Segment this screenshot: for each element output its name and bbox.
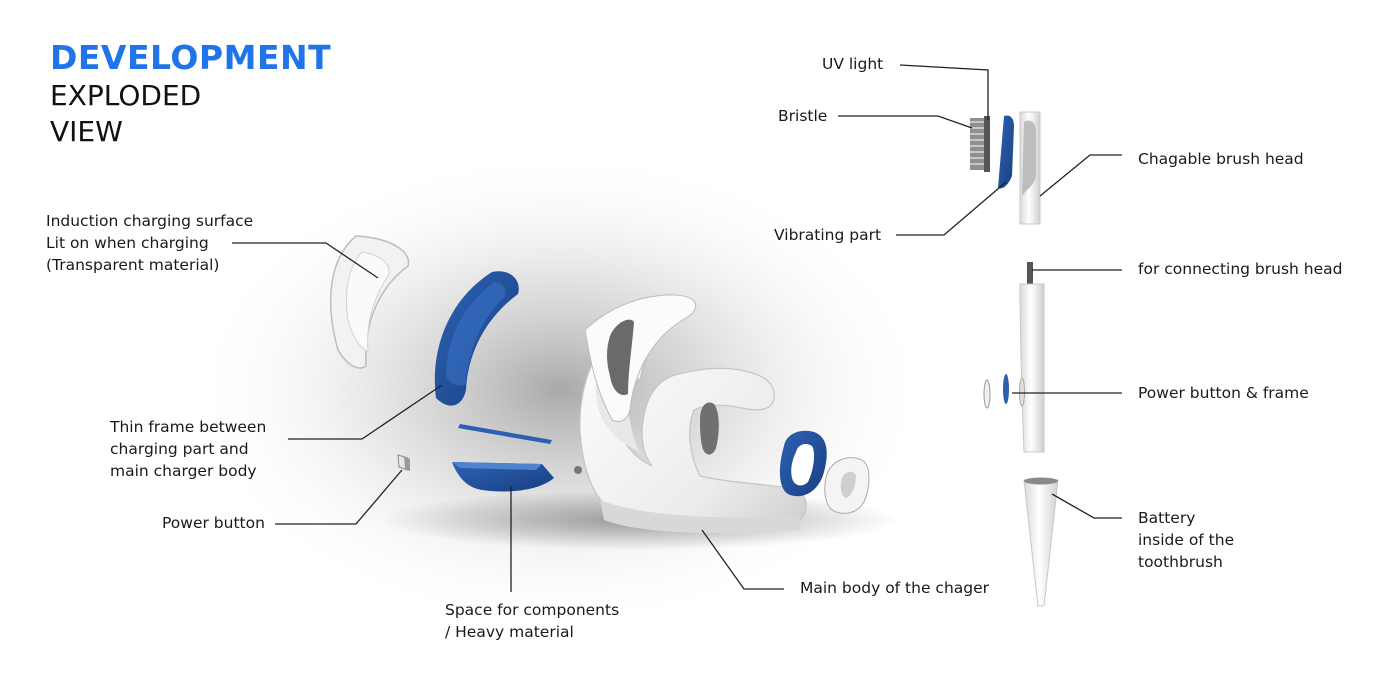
power-button-part — [397, 454, 410, 471]
label-vibrating-part: Vibrating part — [774, 226, 882, 244]
leader-main-body — [701, 529, 784, 590]
battery-part — [1023, 477, 1059, 607]
label-main-body: Main body of the chager — [800, 579, 990, 597]
thin-frame-part — [434, 271, 519, 406]
label-power-button-frame: Power button & frame — [1138, 384, 1309, 402]
leader-vibrating — [896, 181, 1007, 236]
power-button-frame-part — [983, 374, 1025, 409]
label-connector: for connecting brush head — [1138, 260, 1343, 278]
leader-power-button — [275, 469, 403, 525]
bristle-part — [970, 116, 990, 172]
label-battery: Battery inside of the toothbrush — [1138, 509, 1235, 571]
charger-main-body — [574, 294, 807, 534]
thin-plate-part — [458, 424, 552, 444]
leader-uv-light — [899, 64, 989, 120]
leader-lines — [232, 64, 1122, 592]
label-brush-head: Chagable brush head — [1138, 150, 1304, 168]
label-uv-light: UV light — [822, 55, 884, 73]
background-shadow — [190, 150, 930, 630]
label-power-button: Power button — [162, 514, 265, 532]
leader-induction — [232, 242, 379, 279]
brush-head-part — [1019, 111, 1041, 225]
induction-surface-part — [329, 235, 410, 369]
vibrating-part — [998, 115, 1014, 189]
leader-bristle — [838, 115, 973, 129]
white-ring-part — [824, 457, 870, 514]
label-bristle: Bristle — [778, 107, 828, 125]
leader-battery — [1051, 493, 1122, 519]
title-development: DEVELOPMENT — [50, 38, 332, 77]
leader-brush-head — [1039, 154, 1122, 197]
title-exploded: EXPLODED — [50, 79, 202, 112]
brush-handle-part — [1019, 262, 1045, 453]
leader-thin-frame — [288, 384, 443, 440]
label-components-space: Space for components / Heavy material — [445, 601, 620, 641]
component-tray-part — [452, 462, 554, 492]
label-thin-frame: Thin frame between charging part and mai… — [110, 418, 267, 480]
blue-ring-part — [779, 430, 827, 497]
title-view: VIEW — [50, 115, 123, 148]
label-induction-surface: Induction charging surface Lit on when c… — [46, 212, 254, 274]
